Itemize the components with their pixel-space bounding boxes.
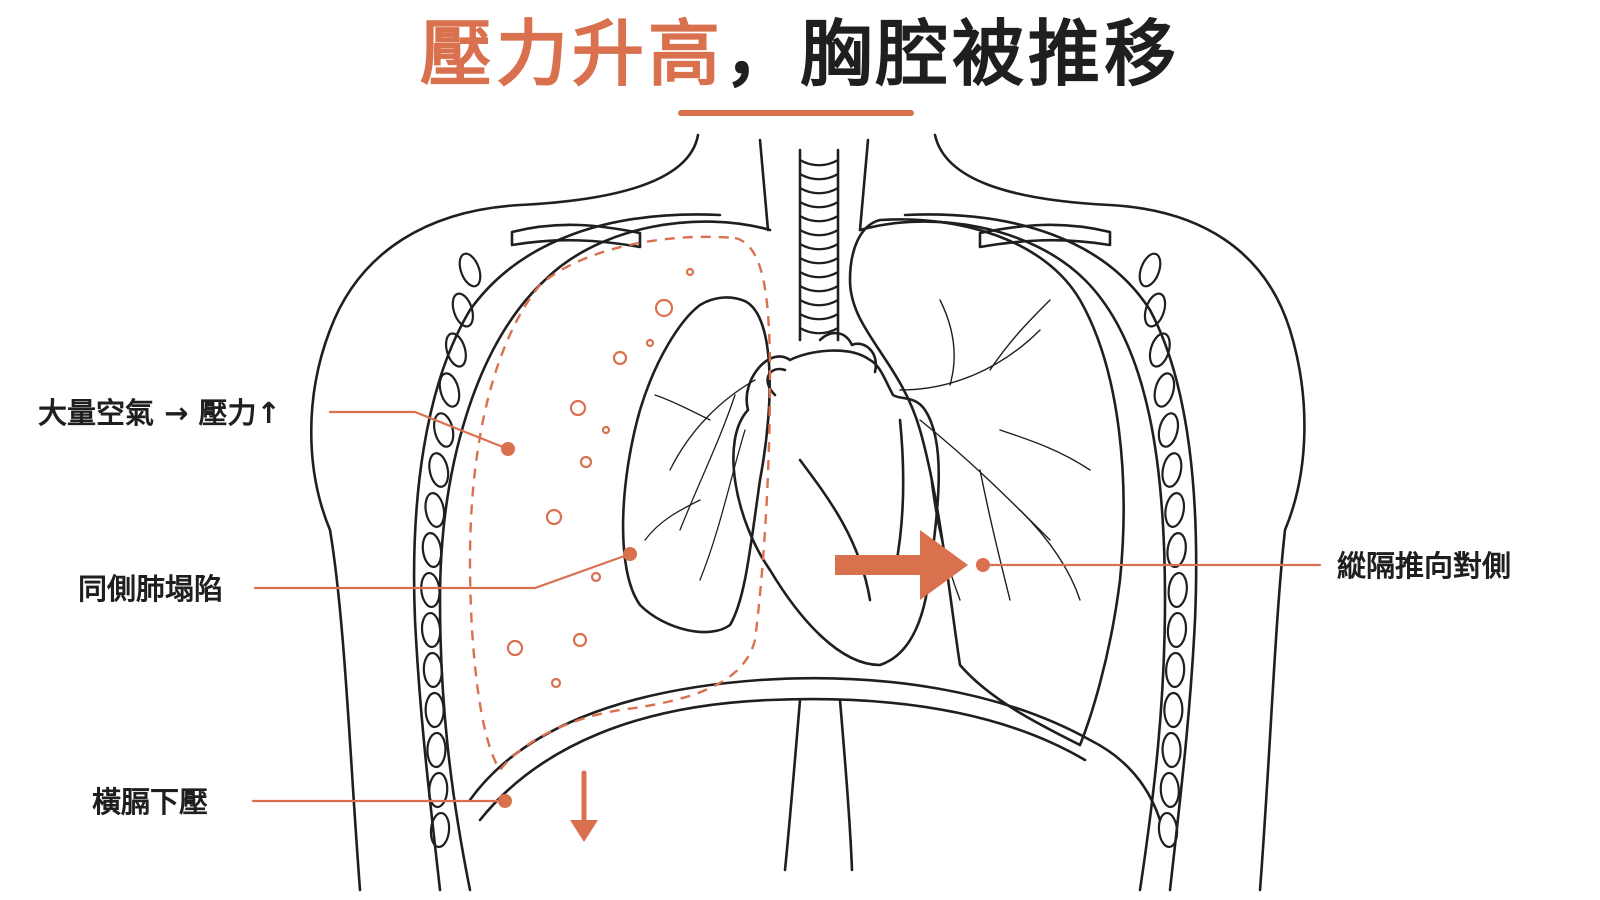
trachea-ring [799,257,839,265]
trachea-ring [799,313,839,321]
label-diaphragm-down: 橫膈下壓 [92,785,209,819]
rib [1143,292,1167,328]
title-block: 壓力升高，胸腔被推移 [0,18,1600,90]
rib [426,731,447,769]
leader-lung-collapse [253,552,632,590]
air-bubble [601,425,611,435]
heart [732,349,940,667]
rib [428,452,450,488]
collapsed-lung [621,296,771,634]
page-title: 壓力升高，胸腔被推移 [420,12,1180,96]
air-bubble [579,455,593,469]
trachea-ring [799,229,839,237]
chest-cavity-right [858,220,1167,892]
air-bubble [506,639,524,657]
normal-lung-bronchi [899,299,1091,601]
ribs-right [1138,252,1188,849]
trachea-ring [799,285,839,293]
trachea-ring [799,327,839,335]
air-bubble [645,338,655,348]
rib [1161,731,1182,769]
air-bubble [654,298,674,318]
trachea-ring [799,173,839,181]
torso-outline [310,133,700,892]
normal-lung [848,218,1125,747]
ribs-left [420,252,482,849]
rib [428,771,449,809]
air-bubble [572,632,588,648]
rib [1138,252,1162,288]
chest-wall-left-outer [412,213,722,892]
title-accent-text: 壓力升高 [419,12,724,96]
title-dark-text: 胸腔被推移 [800,12,1181,96]
air-bubble [545,508,563,526]
diaphragm-down-arrowhead [570,820,598,842]
rib [424,691,445,729]
rib [424,492,446,528]
air-bubble [685,267,695,277]
chest-cavity-left [438,220,772,892]
label-air-pressure: 大量空氣 → 壓力↑ [38,396,281,430]
label-mediastinum-shift: 縱隔推向對側 [1337,549,1512,583]
heart-aorta [818,331,878,374]
rib [438,372,461,408]
rib [1165,651,1186,689]
rib [458,252,482,288]
rib [1157,412,1180,448]
rib [444,332,467,368]
trachea-ring [799,271,839,279]
rib [1153,372,1176,408]
rib [1148,332,1171,368]
trachea-ring [799,187,839,195]
leader-air-pressure [328,410,510,451]
pneumothorax-boundary [468,235,772,773]
chest-wall-right-outer [903,213,1198,892]
marker-air-pressure [501,442,515,456]
marker-lung-collapse [623,547,637,561]
clavicle-right [978,223,1112,249]
diaphragm-inner [478,697,1087,822]
trachea-ring [799,215,839,223]
rib [421,532,443,568]
rib [422,651,443,689]
title-separator: ， [723,12,800,96]
torso-outline-right [933,133,1306,892]
rib [433,412,455,448]
rib [451,292,475,328]
heart-chamber-line [798,458,872,602]
clavicle-left [510,223,642,249]
neck-left [758,138,770,232]
label-lung-collapse: 同側肺塌陷 [78,572,224,606]
trachea-ring [799,243,839,251]
marker-mediastinum [976,558,990,572]
rib [1157,811,1179,849]
trachea-rings [799,159,839,335]
neck-right [858,138,870,232]
air-bubble [569,399,587,417]
rib [1163,691,1184,729]
air-bubble [590,571,602,583]
trachea-ring [799,299,839,307]
rib [1166,611,1188,649]
trachea-ring [799,159,839,167]
mediastinum-shift-arrow [835,530,968,600]
collapsed-lung-bronchi [644,379,756,581]
rib [420,571,441,609]
rib [420,611,442,649]
rib [1161,452,1183,488]
title-underline [678,110,914,116]
heart-vessel [766,367,787,397]
rib [1167,571,1188,609]
rib [429,811,451,849]
trachea-ring [799,201,839,209]
rib [1164,492,1186,528]
air-bubbles [506,267,695,689]
heart-chamber-line-2 [893,418,905,572]
rib [1159,771,1180,809]
marker-diaphragm [498,794,512,808]
air-bubble [550,677,562,689]
air-bubble [612,350,628,366]
rib [1166,532,1187,568]
